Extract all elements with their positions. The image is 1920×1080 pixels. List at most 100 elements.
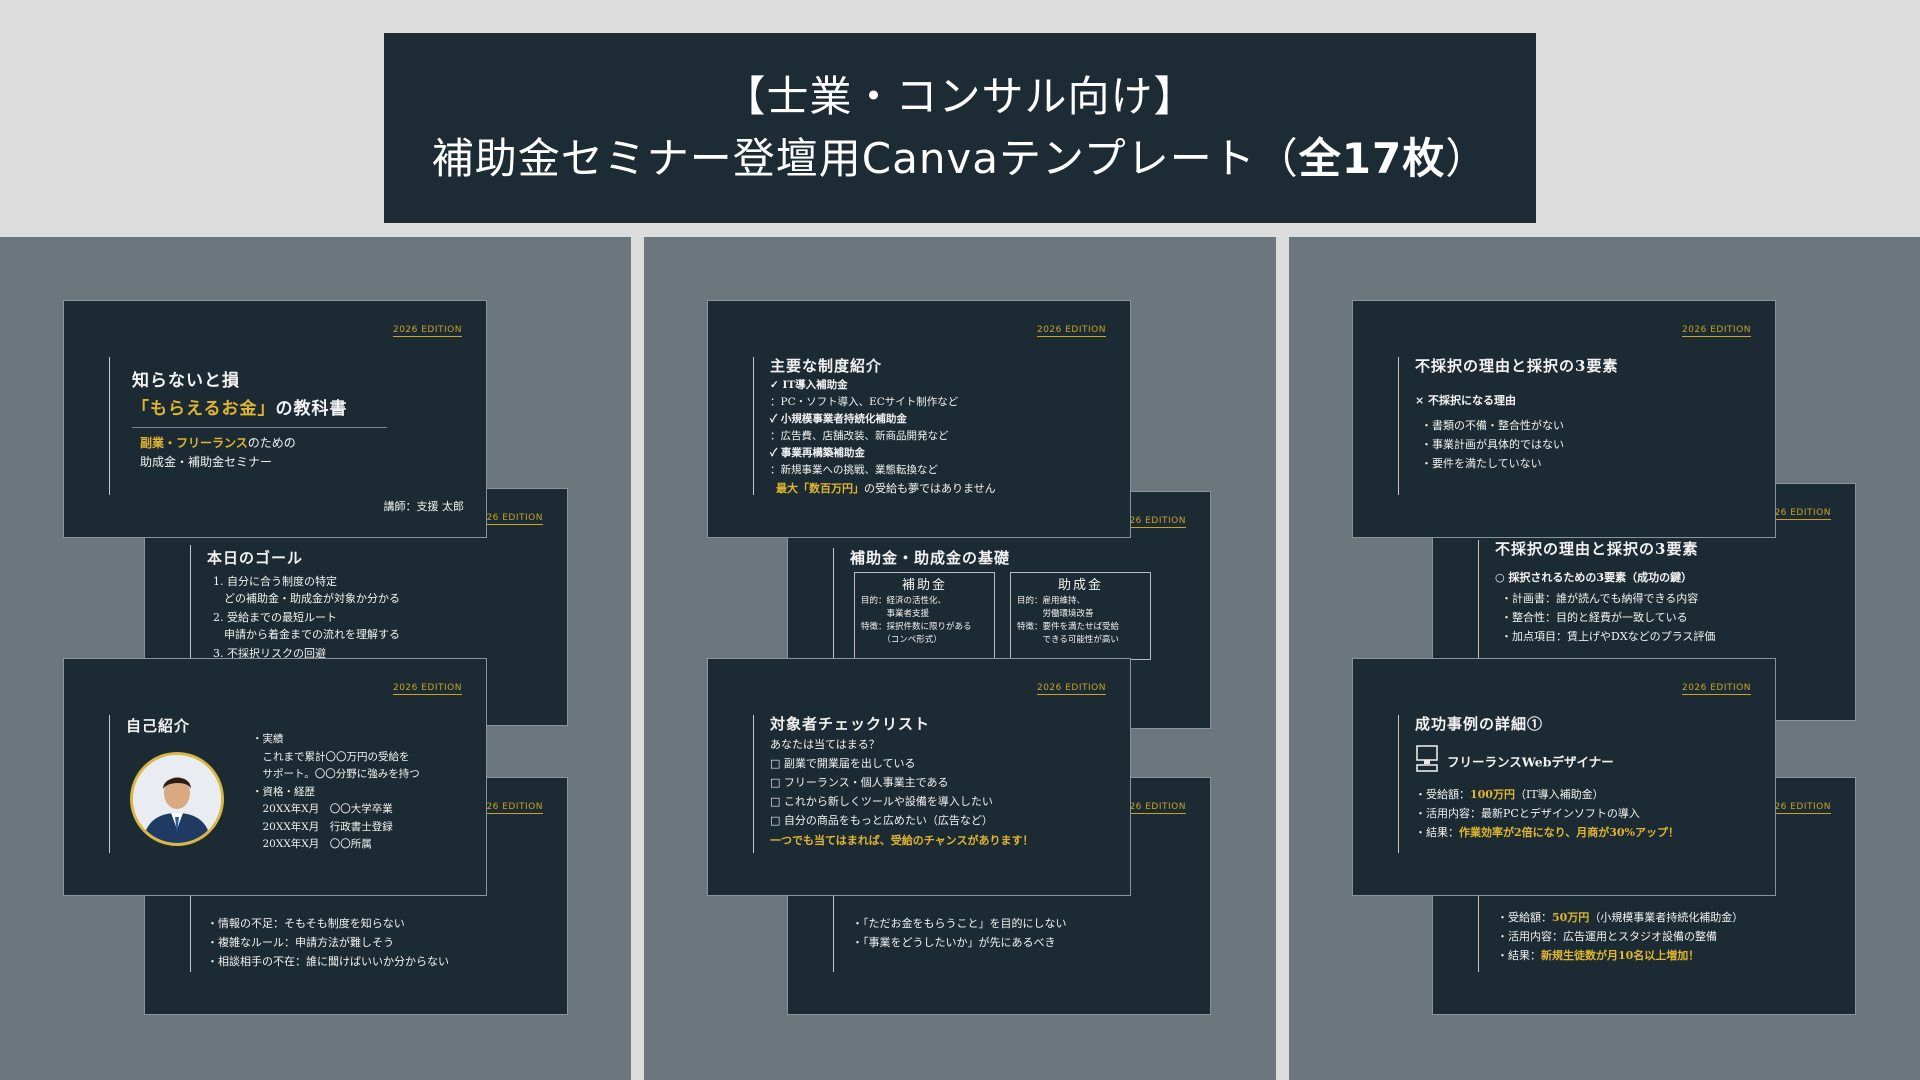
program-name: ✓ 事業再構築補助金 xyxy=(770,447,865,459)
case1-result: ・結果：作業効率が2倍になり、月商が30%アップ！ xyxy=(1415,823,1755,842)
edition-label: 2026 EDITION xyxy=(1036,325,1106,337)
banner-line1: 【士業・コンサル向け】 xyxy=(723,72,1197,121)
intro-line: 20XX年X月 行政書士登録 xyxy=(252,820,393,833)
case1-subtitle: フリーランスWebデザイナー xyxy=(1415,745,1755,781)
box-line: 特徴：要件を満たせば受給 xyxy=(1017,622,1120,632)
case2-usage: ・活用内容：広告運用とスタジオ設備の整備 xyxy=(1497,930,1717,943)
goal-line: 申請から着金までの流れを理解する xyxy=(213,628,400,641)
case1-result-label: ・結果： xyxy=(1415,826,1459,839)
slide-programs: 2026 EDITION 主要な制度紹介 ✓ IT導入補助金 ：PC・ソフト導入… xyxy=(707,300,1131,538)
title-banner: 【士業・コンサル向け】 補助金セミナー登壇用Canvaテンプレート（全17枚） xyxy=(384,33,1536,223)
case1-amount-value: 100万円 xyxy=(1470,788,1515,801)
intro-line: これまで累計〇〇万円の受給を xyxy=(252,750,410,763)
accept-line: ・整合性：目的と経費が一致している xyxy=(1501,611,1688,624)
compare-box-grant: 助成金 目的：雇用維持、 労働環境改善 特徴：要件を満たせば受給 できる可能性が… xyxy=(1010,572,1151,660)
computer-icon xyxy=(1415,745,1439,781)
case2-amount-program: （小規模事業者持続化補助金） xyxy=(1589,911,1744,924)
reject-subtitle: × 不採択になる理由 xyxy=(1415,394,1517,407)
cover-title-1: 知らないと損 xyxy=(132,371,240,391)
programs-footer: 最大「数百万円」の受給も夢ではありません xyxy=(776,480,1110,497)
program-desc: ：新規事業への挑戦、業態転換など xyxy=(770,464,938,476)
mindset-line: ・「事業をどうしたいか」が先にあるべき xyxy=(852,936,1056,949)
edition-label: 26 EDITION xyxy=(486,802,543,814)
checklist-footer: 一つでも当てはまれば、受給のチャンスがあります！ xyxy=(770,834,1034,847)
accent-line xyxy=(1478,540,1479,678)
box-line: 労働環境改善 xyxy=(1017,609,1094,619)
preview-panel-3: 26 EDITION 不採択の理由と採択の3要素 ○ 採択されるための3要素（成… xyxy=(1289,237,1920,1080)
program-desc: ：広告費、店舗改装、新商品開発など xyxy=(770,430,949,442)
edition-label: 26 EDITION xyxy=(486,513,543,525)
intro-line: 20XX年X月 〇〇大学卒業 xyxy=(252,803,393,815)
compare-boxes: 補助金 目的：経済の活性化、 事業者支援 特徴：採択件数に限りがある （コンペ形… xyxy=(854,539,1174,669)
intro-line: ・実績 xyxy=(252,733,284,745)
accent-line xyxy=(833,548,834,686)
cover-title-2-rest: の教科書 xyxy=(275,399,348,419)
accent-line xyxy=(1398,357,1399,495)
accent-line xyxy=(109,357,110,495)
accent-line xyxy=(109,715,110,853)
goal-line: 1. 自分に合う制度の特定 xyxy=(213,575,337,588)
cover-sub-1-rest: のための xyxy=(247,436,296,450)
edition-label: 26 EDITION xyxy=(1774,802,1831,814)
case2-amount: ・受給額：50万円（小規模事業者持続化補助金） xyxy=(1497,908,1835,927)
accent-line xyxy=(1478,834,1479,972)
slide-content: 主要な制度紹介 ✓ IT導入補助金 ：PC・ソフト導入、ECサイト制作など ✓ … xyxy=(770,355,1110,497)
checklist-item: □ これから新しくツールや設備を導入したい xyxy=(770,795,993,808)
edition-label: 2026 EDITION xyxy=(1681,325,1751,337)
slide-case-1: 2026 EDITION 成功事例の詳細① フリーランスWebデザイナー ・受給… xyxy=(1352,658,1776,896)
case2-amount-value: 50万円 xyxy=(1552,911,1590,924)
slide-content: 不採択の理由と採択の3要素 ○ 採択されるための3要素（成功の鍵） ・計画書：誰… xyxy=(1495,538,1835,646)
box-heading: 補助金 xyxy=(901,578,947,593)
program-desc: ：PC・ソフト導入、ECサイト制作など xyxy=(770,396,959,408)
slide-title: 対象者チェックリスト xyxy=(770,715,931,733)
accent-line xyxy=(190,834,191,972)
accent-line xyxy=(1398,715,1399,853)
goal-line: どの補助金・助成金が対象か分かる xyxy=(213,592,400,605)
reject-line: ・事業計画が具体的ではない xyxy=(1421,438,1564,451)
checklist-item: □ フリーランス・個人事業主である xyxy=(770,776,949,789)
slide-title: 自己紹介 xyxy=(126,717,191,735)
reason-line: ・相談相手の不在：誰に聞けばいいか分からない xyxy=(207,955,449,968)
checklist-item: □ 自分の商品をもっと広めたい（広告など） xyxy=(770,814,993,827)
accept-line: ・計画書：誰が読んでも納得できる内容 xyxy=(1501,592,1699,605)
accent-line xyxy=(190,545,191,683)
banner-line2-prefix: 補助金セミナー登壇用Canvaテンプレート（ xyxy=(431,134,1299,183)
accept-line: ・加点項目：賃上げやDXなどのプラス評価 xyxy=(1501,630,1716,643)
program-name: ✓ 小規模事業者持続化補助金 xyxy=(770,413,907,425)
programs-footer-gold: 最大「数百万円」 xyxy=(776,482,864,495)
cover-sub-1: 副業・フリーランスのための xyxy=(140,434,466,453)
edition-label: 2026 EDITION xyxy=(392,683,462,695)
speaker-photo-icon xyxy=(133,755,221,843)
edition-label: 26 EDITION xyxy=(1129,516,1186,528)
edition-label: 26 EDITION xyxy=(1774,508,1831,520)
slide-title: 不採択の理由と採択の3要素 xyxy=(1415,357,1619,375)
goal-line: 2. 受給までの最短ルート xyxy=(213,611,337,624)
slide-reject-reasons: 2026 EDITION 不採択の理由と採択の3要素 × 不採択になる理由 ・書… xyxy=(1352,300,1776,538)
accent-line xyxy=(753,357,754,495)
checklist-question: あなたは当てはまる？ xyxy=(770,738,880,751)
box-heading: 助成金 xyxy=(1057,578,1103,593)
box-line: （コンペ形式） xyxy=(861,635,942,645)
slide-title: 成功事例の詳細① xyxy=(1415,715,1544,733)
box-line: 目的：雇用維持、 xyxy=(1017,596,1086,606)
cover-title-2-gold: 「もらえるお金」 xyxy=(132,399,276,419)
reason-line: ・複雑なルール：申請方法が難しそう xyxy=(207,936,394,949)
lecturer-name: 講師：支援 太郎 xyxy=(383,500,465,513)
banner-line2-bold: 全17枚 xyxy=(1298,134,1446,183)
cover-sub-1-gold: 副業・フリーランス xyxy=(140,436,248,450)
reason-line: ・情報の不足：そもそも制度を知らない xyxy=(207,917,405,930)
slide-title: 補助金・助成金の基礎 xyxy=(850,549,1011,567)
case2-result-value: 新規生徒数が月10名以上増加！ xyxy=(1541,949,1700,962)
divider xyxy=(132,427,387,428)
slide-title: 本日のゴール xyxy=(207,549,304,567)
slide-content: 成功事例の詳細① フリーランスWebデザイナー ・受給額：100万円（IT導入補… xyxy=(1415,713,1755,842)
speaker-avatar xyxy=(130,752,224,846)
slide-content: 不採択の理由と採択の3要素 × 不採択になる理由 ・書類の不備・整合性がない ・… xyxy=(1415,355,1755,473)
programs-footer-rest: の受給も夢ではありません xyxy=(864,482,996,495)
accent-line xyxy=(753,715,754,853)
case1-amount: ・受給額：100万円（IT導入補助金） xyxy=(1415,785,1755,804)
slide-title: 不採択の理由と採択の3要素 xyxy=(1495,540,1699,558)
box-line: 事業者支援 xyxy=(861,609,930,619)
slide-self-intro: 2026 EDITION 自己紹介 ・実績 これまで累計〇〇万円の受給を サポー… xyxy=(63,658,487,896)
case1-amount-label: ・受給額： xyxy=(1415,788,1470,801)
